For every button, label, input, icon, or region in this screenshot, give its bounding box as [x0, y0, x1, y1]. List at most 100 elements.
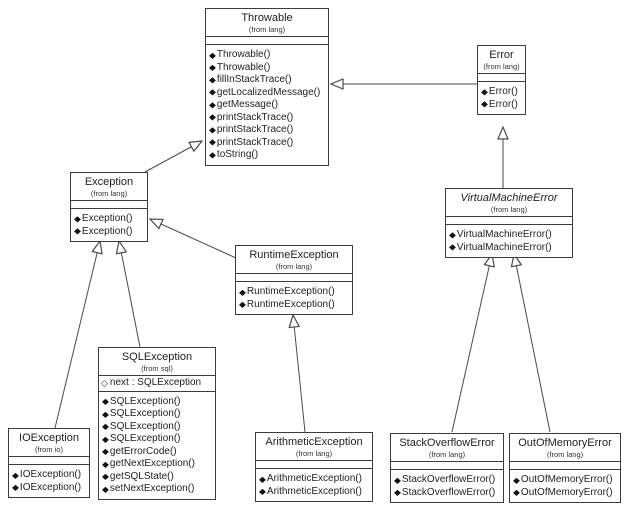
attributes-compartment: ◇next : SQLException	[99, 376, 215, 392]
class-title: IOException (from io)	[9, 429, 89, 457]
attributes-compartment	[510, 462, 620, 470]
method-icon: ◆	[102, 484, 109, 494]
method-icon: ◆	[209, 125, 216, 135]
method-icon: ◆	[394, 487, 401, 497]
method-icon: ◆	[102, 446, 109, 456]
class-ioexception: IOException (from io) ◆IOException()◆IOE…	[8, 428, 90, 498]
class-error: Error (from lang) ◆Error()◆Error()	[477, 45, 526, 115]
operations-compartment: ◆RuntimeException()◆RuntimeException()	[236, 282, 352, 314]
method-row: ◆Throwable()	[209, 49, 271, 60]
method-row: ◆getSQLState()	[102, 470, 174, 482]
method-row: ◆setNextException()	[102, 483, 195, 494]
method-icon: ◆	[209, 112, 216, 122]
method-row: ◆StackOverflowError()	[394, 474, 496, 485]
method-row: ◆Exception()	[74, 213, 133, 224]
method-icon: ◆	[12, 482, 19, 492]
class-title: Exception (from lang)	[71, 173, 147, 201]
class-runtimeexception: RuntimeException (from lang) ◆RuntimeExc…	[235, 245, 353, 315]
operations-compartment: ◆ArithmeticException()◆ArithmeticExcepti…	[256, 469, 372, 501]
class-package: (from lang)	[490, 205, 528, 214]
method-row: ◆Exception()	[74, 225, 133, 237]
method-icon: ◆	[209, 50, 216, 60]
class-name: Error	[489, 49, 514, 61]
operations-compartment: ◆Throwable()◆Throwable()◆fillInStackTrac…	[206, 45, 328, 165]
method-icon: ◆	[12, 470, 19, 480]
class-stackoverflowerror: StackOverflowError (from lang) ◆StackOve…	[390, 433, 504, 503]
class-title: VirtualMachineError (from lang)	[446, 189, 572, 217]
method-icon: ◆	[74, 226, 81, 236]
class-package: (from lang)	[546, 450, 584, 459]
attributes-compartment	[236, 274, 352, 282]
attributes-compartment	[206, 37, 328, 45]
method-icon: ◆	[209, 100, 216, 110]
class-package: (from lang)	[295, 449, 333, 458]
attributes-compartment	[446, 217, 572, 225]
method-row: ◆Error()	[481, 86, 518, 97]
method-row: ◆printStackTrace()	[209, 136, 294, 148]
class-name: IOException	[19, 432, 79, 444]
arrow-outofmemoryerror-to-virtualmachineerror	[514, 254, 551, 433]
method-row: ◆getErrorCode()	[102, 445, 177, 457]
method-icon: ◆	[239, 299, 246, 309]
method-row: ◆SQLException()	[102, 420, 181, 432]
method-icon: ◆	[102, 409, 109, 419]
method-row: ◆SQLException()	[102, 408, 181, 419]
method-icon: ◆	[209, 137, 216, 147]
method-row: ◆IOException()	[12, 469, 82, 480]
method-icon: ◆	[102, 434, 109, 444]
class-name: ArithmeticException	[265, 436, 363, 448]
class-arithmeticexception: ArithmeticException (from lang) ◆Arithme…	[255, 432, 373, 502]
class-outofmemoryerror: OutOfMemoryError (from lang) ◆OutOfMemor…	[509, 433, 621, 503]
arrow-ioexception-to-exception	[54, 241, 100, 429]
class-package: (from lang)	[90, 189, 128, 198]
class-exception: Exception (from lang) ◆Exception()◆Excep…	[70, 172, 148, 242]
class-throwable: Throwable (from lang) ◆Throwable()◆Throw…	[205, 8, 329, 166]
method-row: ◆VirtualMachineError()	[449, 241, 552, 253]
class-title: StackOverflowError (from lang)	[391, 434, 503, 462]
method-row: ◆OutOfMemoryError()	[513, 474, 613, 485]
operations-compartment: ◆VirtualMachineError()◆VirtualMachineErr…	[446, 225, 572, 257]
class-name: Throwable	[241, 12, 293, 24]
method-icon: ◆	[481, 87, 488, 97]
method-icon: ◆	[74, 214, 81, 224]
class-name: Exception	[84, 176, 134, 188]
class-name: RuntimeException	[249, 249, 339, 261]
method-row: ◆SQLException()	[102, 395, 181, 407]
class-title: ArithmeticException (from lang)	[256, 433, 372, 461]
attributes-compartment	[71, 201, 147, 209]
attributes-compartment	[478, 74, 525, 82]
class-package: (from lang)	[428, 450, 466, 459]
method-icon: ◆	[209, 150, 216, 160]
method-icon: ◆	[102, 421, 109, 431]
method-icon: ◆	[449, 242, 456, 252]
method-icon: ◆	[481, 99, 488, 109]
class-sqlexception: SQLException (from sql) ◇next : SQLExcep…	[98, 347, 216, 500]
class-name: VirtualMachineError	[460, 192, 558, 204]
attribute-icon: ◇	[101, 377, 108, 388]
method-icon: ◆	[259, 474, 266, 484]
method-row: ◆SQLException()	[102, 433, 181, 444]
class-title: OutOfMemoryError (from lang)	[510, 434, 620, 462]
arrow-exception-to-throwable	[144, 141, 202, 173]
attribute-row: ◇next : SQLException	[101, 377, 202, 388]
method-row: ◆IOException()	[12, 481, 82, 493]
method-row: ◆getMessage()	[209, 99, 279, 110]
class-name: SQLException	[121, 351, 193, 363]
operations-compartment: ◆IOException()◆IOException()	[9, 465, 89, 497]
method-icon: ◆	[259, 486, 266, 496]
arrow-stackoverflowerror-to-virtualmachineerror	[451, 254, 492, 433]
method-icon: ◆	[102, 459, 109, 469]
class-package: (from sql)	[141, 364, 173, 373]
method-icon: ◆	[239, 287, 246, 297]
method-row: ◆fillInStackTrace()	[209, 74, 292, 85]
method-row: ◆getNextException()	[102, 458, 195, 469]
operations-compartment: ◆Exception()◆Exception()	[71, 209, 147, 241]
method-row: ◆VirtualMachineError()	[449, 229, 552, 240]
class-package: (from lang)	[275, 262, 313, 271]
method-row: ◆getLocalizedMessage()	[209, 86, 321, 98]
class-package: (from lang)	[483, 62, 520, 71]
operations-compartment: ◆OutOfMemoryError()◆OutOfMemoryError()	[510, 470, 620, 502]
method-row: ◆RuntimeException()	[239, 286, 335, 297]
method-row: ◆Throwable()	[209, 61, 271, 73]
class-title: RuntimeException (from lang)	[236, 246, 352, 274]
